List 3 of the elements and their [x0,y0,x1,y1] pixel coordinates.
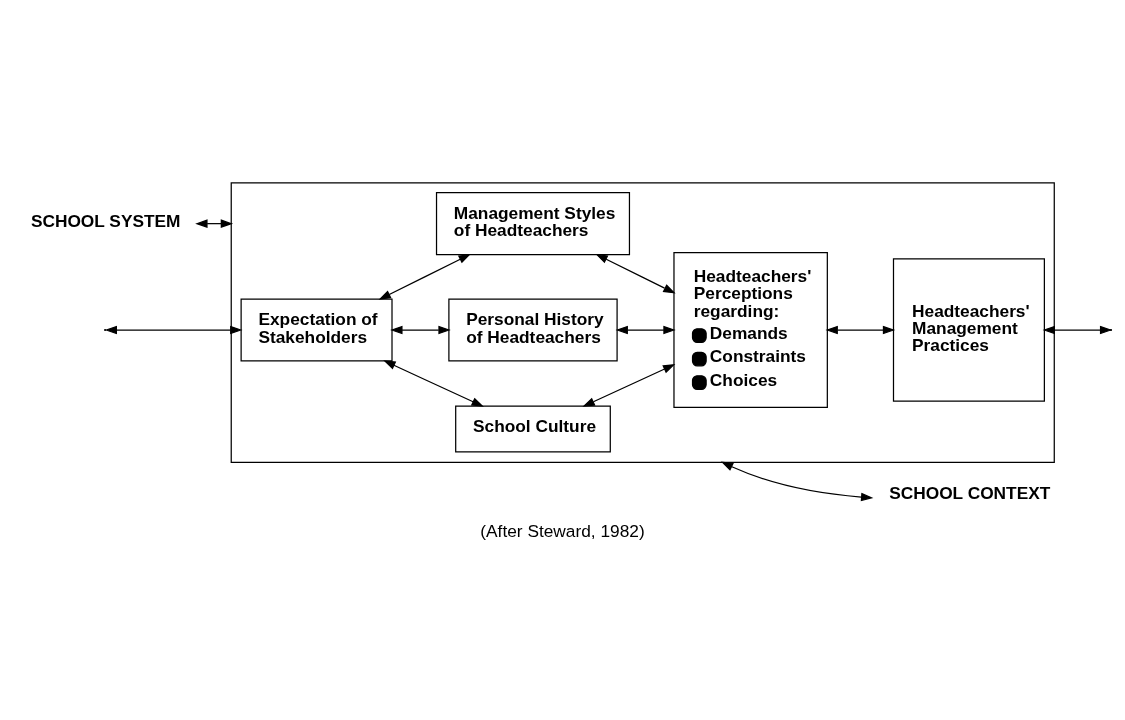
node-text: SCHOOL SYSTEM [30,210,181,231]
node-text: SCHOOL CONTEXT [889,483,1051,504]
caption: (After Steward, 1982) [480,521,645,542]
